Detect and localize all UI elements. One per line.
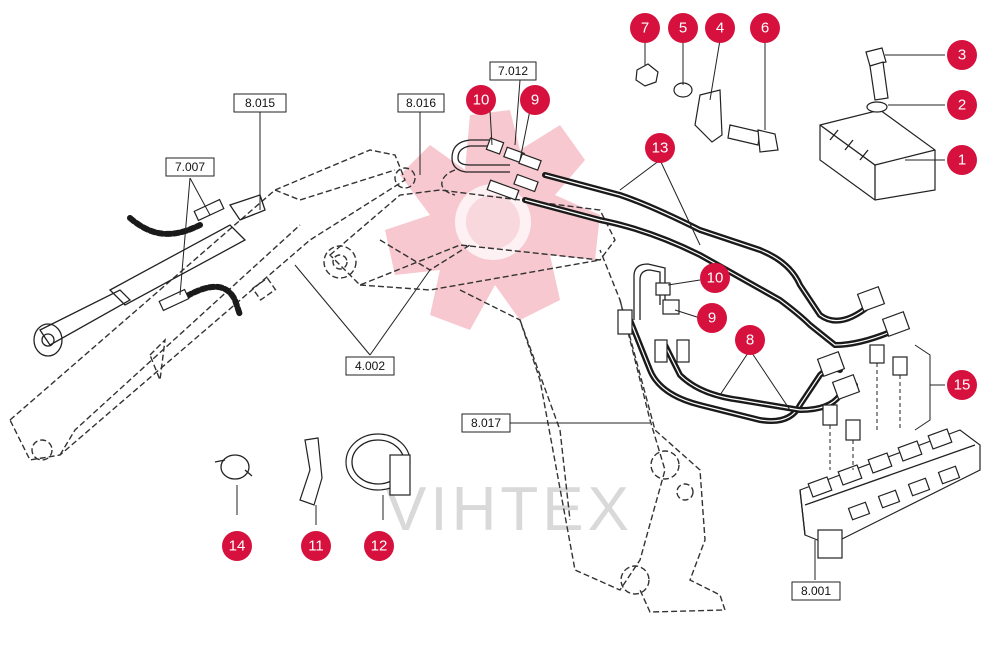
callout-9-lower: 9 [697,303,727,333]
svg-text:8: 8 [746,332,754,349]
callout-7: 7 [630,13,660,43]
svg-text:11: 11 [308,538,324,555]
watermark-logo [385,110,600,330]
callout-14: 14 [222,531,252,561]
svg-text:2: 2 [958,97,966,114]
watermark-text: VIHTEX [385,475,633,544]
callout-6: 6 [750,13,780,43]
callout-4: 4 [705,13,735,43]
svg-text:10: 10 [707,270,724,287]
leader-lines [179,39,945,580]
washer-5 [673,82,693,98]
bolt-3 [865,47,889,101]
svg-text:10: 10 [473,92,490,109]
svg-text:6: 6 [761,20,769,37]
ref-8016: 8.016 [397,93,445,113]
callout-1: 1 [947,145,977,175]
clamp-block-1 [819,109,936,201]
callout-3: 3 [947,40,977,70]
callout-5: 5 [668,13,698,43]
ref-8015: 8.015 [233,93,287,113]
boom-cylinder [33,194,266,357]
ref-8017: 8.017 [461,413,511,433]
callout-15: 15 [947,370,977,400]
nut-7 [635,63,659,87]
ref-7012: 7.012 [489,61,537,81]
ref-8001: 8.001 [791,581,841,601]
svg-text:7: 7 [641,20,649,37]
callout-8: 8 [735,325,765,355]
ref-4002: 4.002 [345,356,395,376]
hose-13 [522,172,898,349]
callout-10-lower: 10 [700,263,730,293]
callout-10-upper: 10 [466,85,496,115]
svg-text:8.016: 8.016 [406,96,436,110]
svg-text:8.015: 8.015 [245,96,275,110]
svg-text:15: 15 [954,377,971,394]
svg-text:1: 1 [958,152,966,169]
bracket-4 [694,89,723,143]
svg-text:7.007: 7.007 [175,160,205,174]
callout-2: 2 [947,90,977,120]
svg-text:3: 3 [958,47,966,64]
svg-text:4: 4 [716,20,724,37]
svg-text:12: 12 [371,538,388,555]
svg-text:9: 9 [531,92,539,109]
swing-post [459,249,726,613]
cylinder-hoses [127,198,243,318]
svg-text:13: 13 [652,140,669,157]
svg-text:14: 14 [229,538,246,555]
washer-2 [866,101,888,113]
callout-13: 13 [645,133,675,163]
fittings-15 [816,286,911,470]
control-valve [799,428,981,559]
svg-text:5: 5 [679,20,687,37]
callout-9-upper: 9 [520,85,550,115]
bolt-6 [727,124,779,153]
callout-11: 11 [301,531,331,561]
svg-text:7.012: 7.012 [498,64,528,78]
svg-text:4.002: 4.002 [355,359,385,373]
hose-clip-14 [214,454,253,515]
svg-text:8.001: 8.001 [801,584,831,598]
svg-text:9: 9 [708,310,716,327]
svg-text:8.017: 8.017 [471,416,501,430]
hose-holder-11 [299,437,323,525]
ref-7007: 7.007 [165,157,215,177]
boom-arm [9,149,416,461]
callout-12: 12 [364,531,394,561]
hose-clamp-12 [345,433,411,520]
